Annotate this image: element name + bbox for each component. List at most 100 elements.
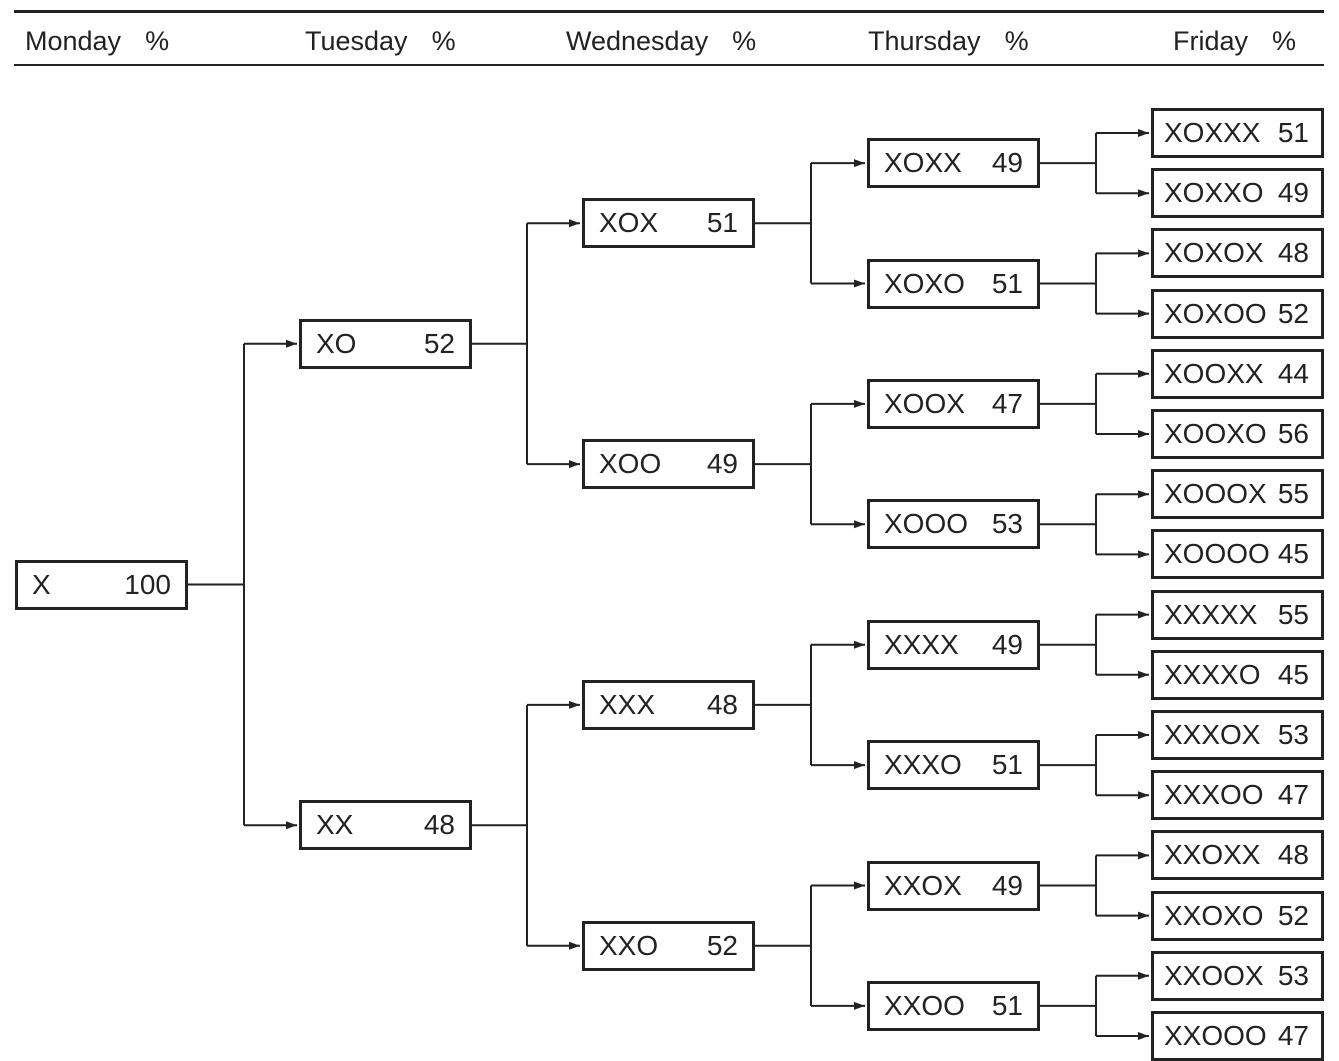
node-percentage: 53 (991, 508, 1023, 540)
node-code: XOXO (884, 267, 965, 299)
node-percentage: 56 (1277, 418, 1309, 449)
node-percentage: 52 (1277, 297, 1309, 329)
node-xoxoo: XOXOO 52 (1151, 288, 1324, 339)
node-xoxxo: XOXXO 49 (1151, 168, 1324, 219)
column-unit-label: % (1004, 26, 1029, 56)
node-percentage: 44 (1277, 357, 1309, 389)
node-code: XOXXO (1164, 177, 1264, 209)
node-percentage: 51 (991, 749, 1023, 781)
node-xxoxx: XXOXX 48 (1151, 830, 1324, 881)
node-code: XOOXX (1164, 357, 1264, 389)
node-code: XOOOX (1164, 478, 1267, 510)
node-percentage: 49 (1277, 177, 1309, 209)
node-percentage: 53 (1277, 719, 1309, 750)
node-percentage: 49 (991, 869, 1023, 901)
column-unit-label: % (1272, 26, 1297, 56)
node-xoxo: XOXO 51 (867, 258, 1040, 309)
node-percentage: 47 (991, 387, 1023, 419)
node-xxxox: XXXOX 53 (1151, 710, 1324, 760)
node-percentage: 49 (991, 147, 1023, 179)
node-code: XO (316, 327, 357, 359)
node-code: XXOXO (1164, 899, 1264, 931)
node-xoxx: XOXX 49 (867, 138, 1040, 189)
node-xooox: XOOOX 55 (1151, 469, 1324, 520)
node-code: XOXX (884, 147, 962, 179)
node-code: XOOX (884, 387, 965, 419)
node-xxoox: XXOOX 53 (1151, 950, 1324, 1001)
node-xoxxx: XOXXX 51 (1151, 108, 1324, 158)
column-unit-label: % (431, 26, 456, 56)
node-code: XXXXO (1164, 658, 1261, 690)
column-header-friday: Friday% (1173, 26, 1296, 57)
node-code: XXO (599, 929, 659, 961)
node-xxxo: XXXO 51 (867, 740, 1040, 791)
column-day-label: Wednesday (566, 26, 709, 56)
node-xxox: XXOX 49 (867, 860, 1040, 911)
node-xxxx: XXXX 49 (867, 619, 1040, 670)
column-header-monday: Monday% (25, 26, 169, 57)
node-percentage: 52 (706, 929, 738, 961)
node-code: XXXXX (1164, 598, 1258, 630)
node-xxxxx: XXXXX 55 (1151, 589, 1324, 640)
node-percentage: 52 (423, 327, 455, 359)
column-header-tuesday: Tuesday% (305, 26, 456, 57)
node-xxxoo: XXXOO 47 (1151, 770, 1324, 821)
node-percentage: 49 (706, 448, 738, 480)
column-day-label: Friday (1173, 26, 1249, 56)
node-percentage: 47 (1277, 1020, 1309, 1051)
node-xxo: XXO 52 (582, 920, 755, 971)
node-percentage: 55 (1277, 478, 1309, 510)
node-code: XOOOO (1164, 538, 1270, 570)
column-day-label: Monday (25, 26, 122, 56)
node-code: XXOX (884, 869, 962, 901)
node-code: XXOOO (1164, 1020, 1267, 1051)
node-code: XXOXX (1164, 839, 1261, 871)
node-code: XOOO (884, 508, 969, 540)
header-rule-top (14, 10, 1324, 13)
node-code: XXXOO (1164, 779, 1264, 811)
node-percentage: 52 (1277, 899, 1309, 931)
node-code: XXXX (884, 628, 959, 660)
node-percentage: 45 (1277, 538, 1309, 570)
node-percentage: 100 (124, 568, 171, 600)
node-percentage: 49 (991, 628, 1023, 660)
node-percentage: 53 (1277, 959, 1309, 991)
node-xo: XO 52 (299, 318, 472, 369)
node-percentage: 51 (991, 267, 1023, 299)
node-code: XXXO (884, 749, 962, 781)
node-code: XXX (599, 688, 656, 720)
column-header-wednesday: Wednesday% (566, 26, 756, 57)
column-unit-label: % (145, 26, 170, 56)
node-code: XOXOO (1164, 297, 1267, 329)
node-percentage: 51 (706, 207, 738, 239)
node-xxooo: XXOOO 47 (1151, 1011, 1324, 1061)
column-day-label: Thursday (868, 26, 981, 56)
column-header-thursday: Thursday% (868, 26, 1029, 57)
node-code: XXOOX (1164, 959, 1264, 991)
node-code: X (32, 568, 51, 600)
node-code: XOXXX (1164, 117, 1261, 148)
node-percentage: 47 (1277, 779, 1309, 811)
node-percentage: 48 (423, 809, 455, 841)
node-xooxx: XOOXX 44 (1151, 348, 1324, 399)
node-percentage: 51 (1277, 117, 1309, 148)
node-percentage: 48 (1277, 237, 1309, 269)
node-code: XOXOX (1164, 237, 1264, 269)
node-percentage: 55 (1277, 598, 1309, 630)
column-day-label: Tuesday (305, 26, 408, 56)
node-xxoxo: XXOXO 52 (1151, 890, 1324, 941)
column-unit-label: % (732, 26, 757, 56)
node-xooo: XOOO 53 (867, 499, 1040, 550)
node-code: XXXOX (1164, 719, 1261, 750)
node-xoxox: XOXOX 48 (1151, 228, 1324, 279)
node-percentage: 48 (1277, 839, 1309, 871)
